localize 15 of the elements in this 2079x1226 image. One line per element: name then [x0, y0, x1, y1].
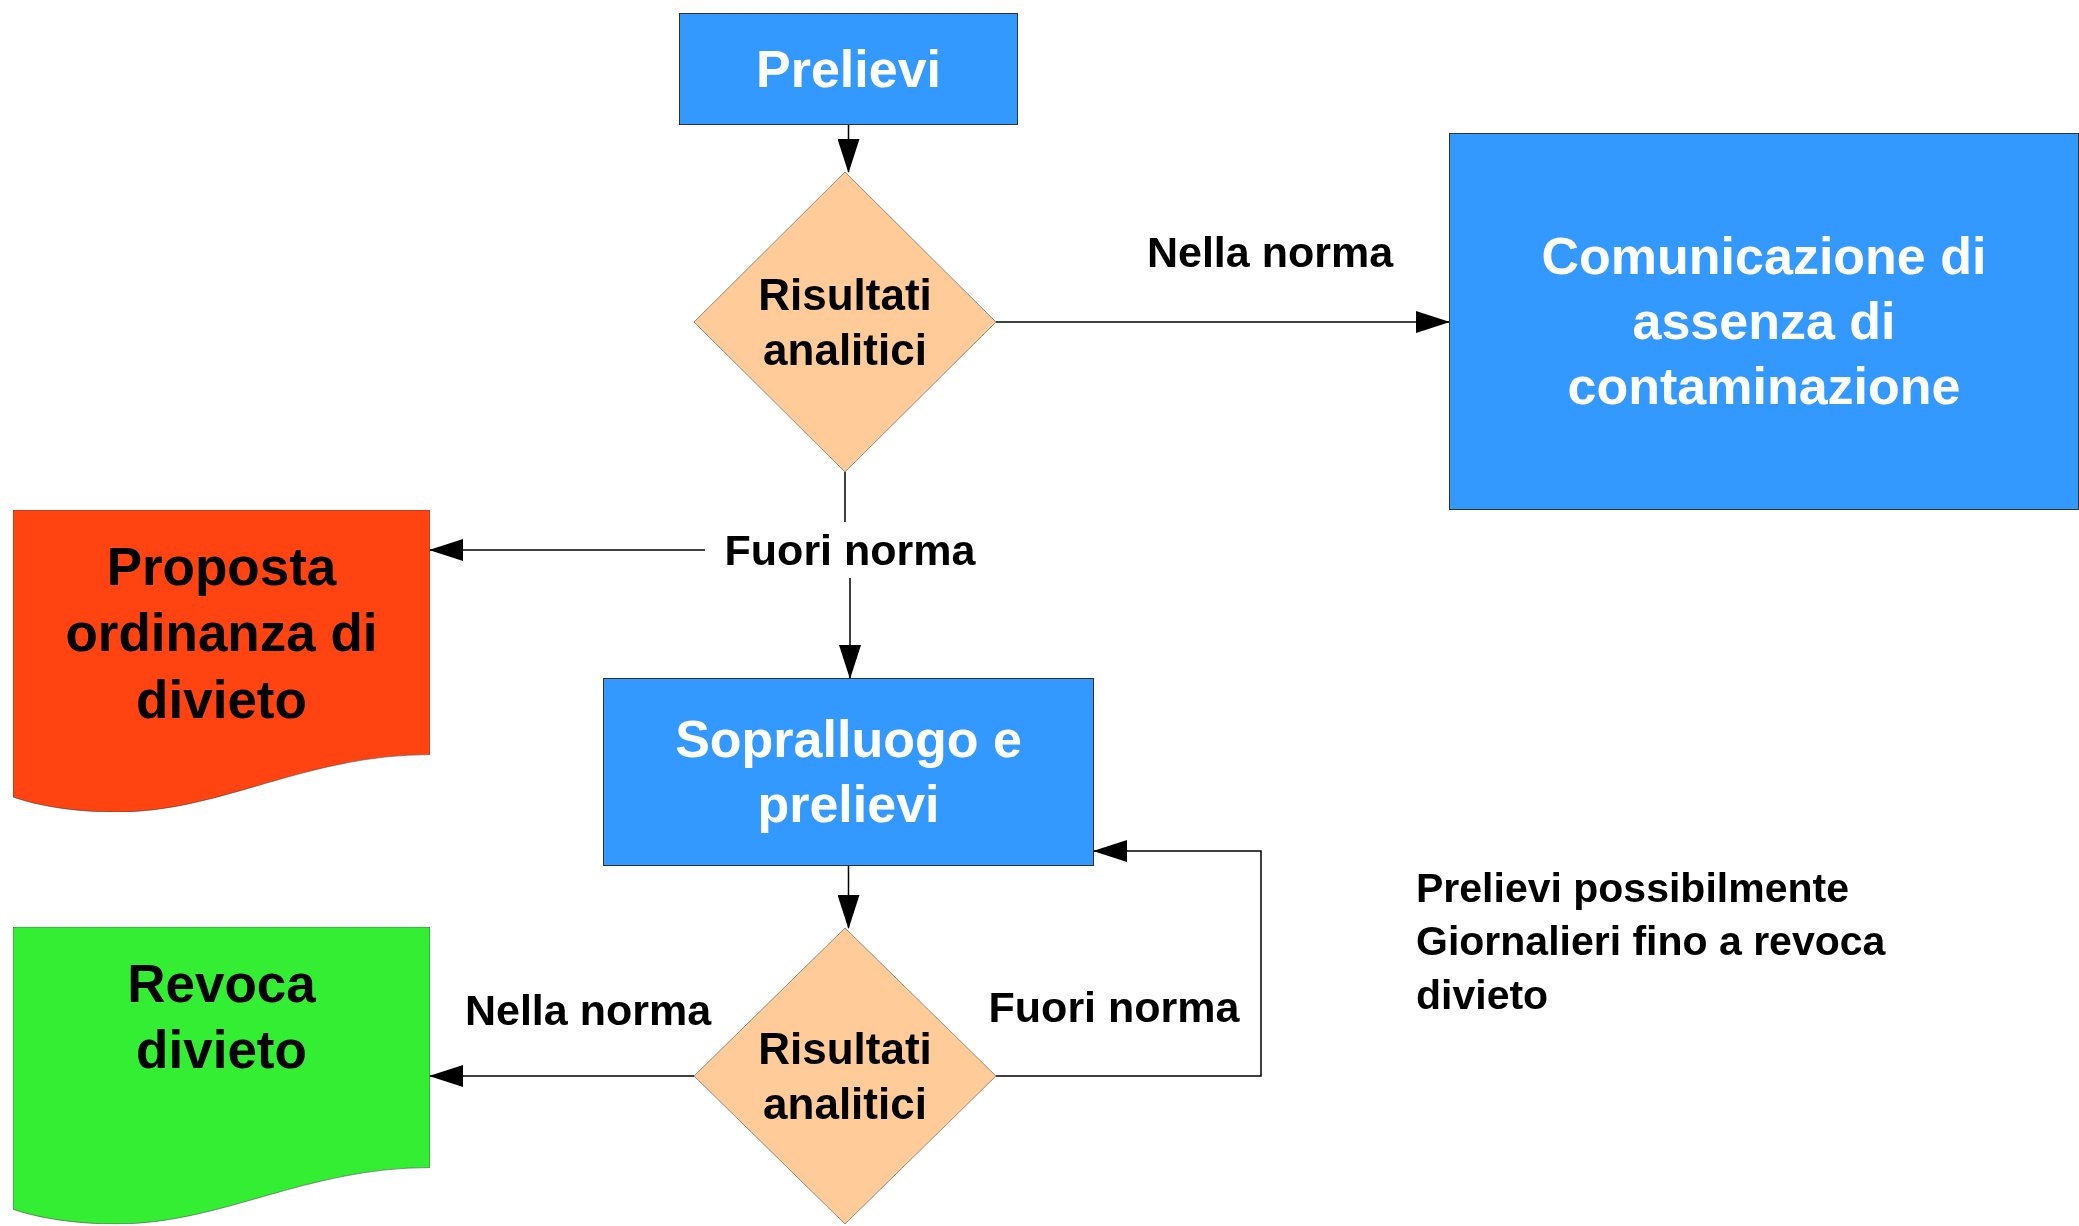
- document-shape: Revoca divieto: [13, 927, 430, 1224]
- arrow: [995, 840, 1262, 1077]
- note-text: Prelievi possibilmente Giornalieri fino a revoca divieto: [1416, 864, 1887, 1020]
- process-box: Sopralluogo e prelievi: [603, 678, 1094, 866]
- process-box: Comunicazione di assenza di contaminazione: [1449, 133, 2079, 510]
- arrow: [837, 865, 860, 929]
- arrow: [837, 124, 860, 173]
- arrow: [995, 311, 1450, 333]
- edge-label: Nella norma: [1145, 227, 1395, 278]
- arrow: [839, 577, 861, 679]
- decision-diamond: Risultati analitici: [694, 172, 996, 472]
- arrow: [429, 1065, 695, 1087]
- process-box: Prelievi: [679, 13, 1018, 125]
- document-shape: Proposta ordinanza di divieto: [13, 510, 430, 812]
- arrow: [429, 539, 706, 561]
